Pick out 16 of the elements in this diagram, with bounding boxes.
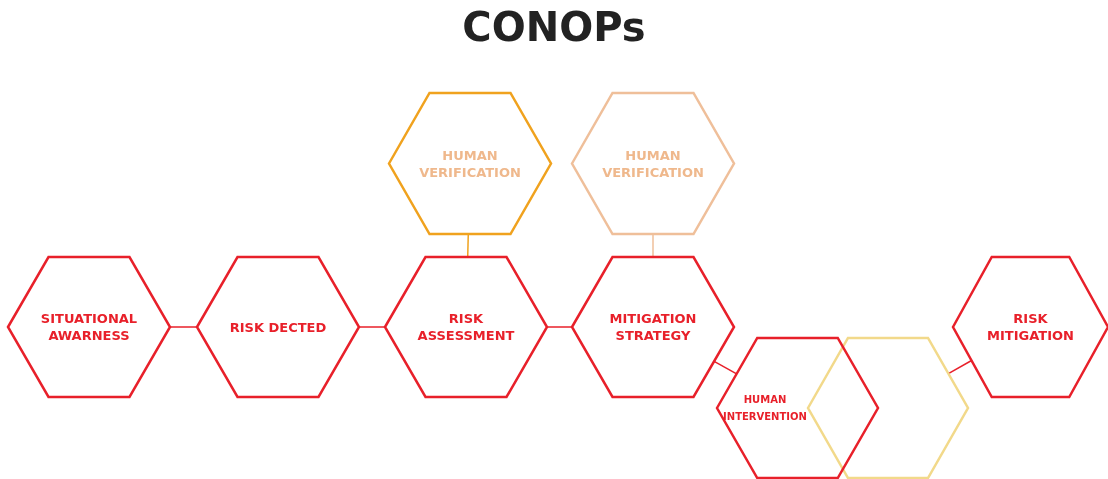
connector-line [947, 359, 973, 375]
connector-line [358, 326, 386, 328]
connector-line [546, 326, 573, 328]
connector-line [169, 326, 198, 328]
node-label: HUMAN INTERVENTION [723, 393, 807, 424]
node-label: SITUATIONAL AWARNESS [39, 310, 139, 344]
title: CONOPs [461, 4, 647, 50]
connector-line [466, 233, 470, 258]
node-label: MITIGATION STRATEGY [608, 310, 698, 344]
node-label: RISK MITIGATION [986, 310, 1075, 344]
node-label: RISK DECTED [228, 318, 328, 336]
node-label: HUMAN VERIFICATION [601, 146, 705, 181]
node-label: RISK ASSESSMENT [416, 310, 516, 344]
connector-line [652, 233, 654, 258]
connector-line [713, 360, 738, 375]
node-label: HUMAN VERIFICATION [418, 146, 522, 181]
